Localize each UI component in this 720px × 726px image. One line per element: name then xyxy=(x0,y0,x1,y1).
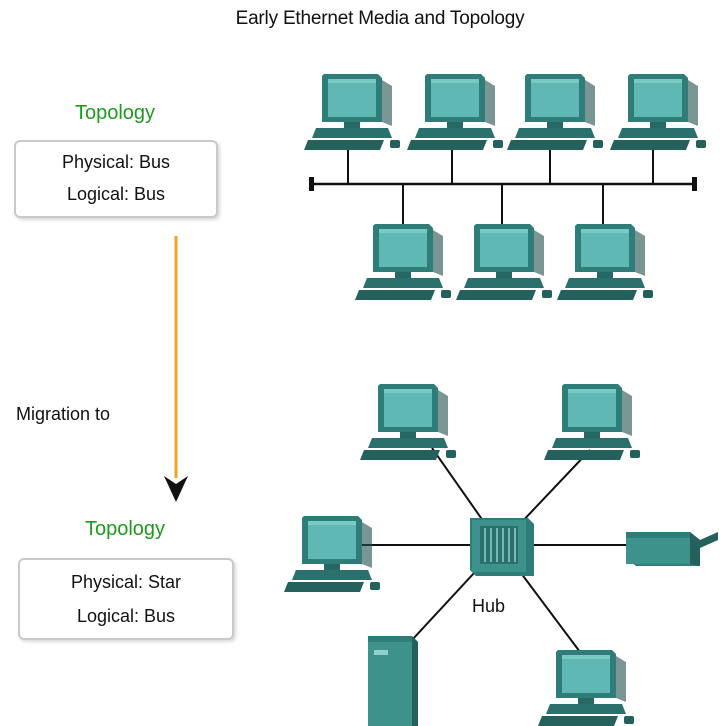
bottom-physical-label: Physical: Star xyxy=(70,572,182,592)
top-topology-box: Physical: Bus Logical: Bus xyxy=(14,140,218,218)
computer-icon xyxy=(284,516,380,592)
bottom-logical-label: Logical: Bus xyxy=(76,606,176,626)
hub-icon xyxy=(470,518,534,576)
bus-terminator-left xyxy=(309,177,314,191)
printer-icon xyxy=(626,532,718,566)
computer-icon xyxy=(538,650,634,726)
migration-arrow-head xyxy=(164,476,188,502)
computer-icon xyxy=(304,74,400,150)
bus-network xyxy=(304,74,706,300)
server-icon xyxy=(368,636,418,726)
computer-icon xyxy=(610,74,706,150)
diagram-title: Early Ethernet Media and Topology xyxy=(235,8,525,29)
computer-icon xyxy=(360,384,456,460)
top-logical-label: Logical: Bus xyxy=(66,184,166,204)
bottom-topology-box: Physical: Star Logical: Bus xyxy=(18,558,234,640)
computer-icon xyxy=(407,74,503,150)
migration-label: Migration to xyxy=(16,404,111,424)
computer-icon xyxy=(507,74,603,150)
computer-icon xyxy=(355,224,451,300)
computer-icon xyxy=(557,224,653,300)
bus-terminator-right xyxy=(692,177,697,191)
star-network xyxy=(284,384,718,726)
computer-icon xyxy=(456,224,552,300)
top-topology-heading: Topology xyxy=(74,102,156,124)
top-physical-label: Physical: Bus xyxy=(61,152,171,172)
computer-icon xyxy=(544,384,640,460)
hub-label: Hub xyxy=(472,596,506,616)
bottom-topology-heading: Topology xyxy=(84,518,166,540)
